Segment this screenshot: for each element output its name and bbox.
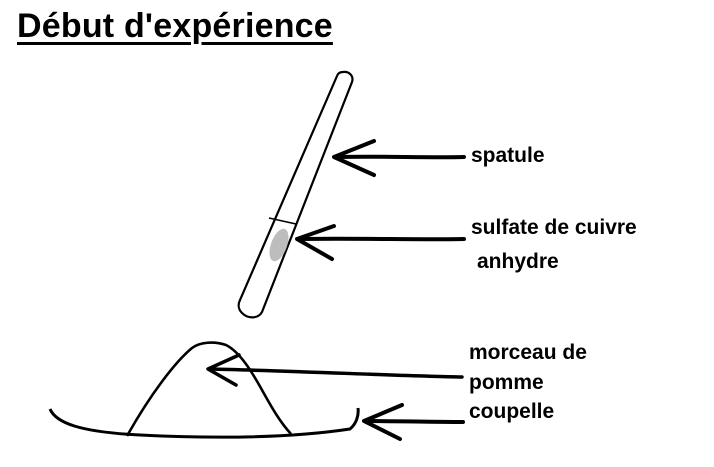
label-coupelle: coupelle: [469, 400, 555, 423]
label-sulfate-line2: anhydre: [477, 250, 559, 273]
label-morceau-line2: pomme: [469, 371, 544, 394]
label-spatule: spatule: [471, 144, 545, 167]
arrow-coupelle: [362, 403, 465, 441]
spatula: [237, 70, 354, 319]
spatula-handle: [237, 70, 354, 319]
arrow-sulfate: [295, 224, 466, 261]
label-morceau-line1: morceau de: [469, 341, 587, 364]
label-sulfate-line1: sulfate de cuivre: [471, 216, 637, 239]
diagram-title: Début d'expérience: [17, 7, 333, 45]
apple-piece: [125, 341, 292, 437]
spatula-blade-edge: [268, 217, 297, 225]
arrow-morceau: [206, 353, 464, 387]
dish: [48, 407, 360, 439]
arrow-spatule: [332, 139, 466, 177]
copper-sulfate-powder: [269, 228, 289, 262]
